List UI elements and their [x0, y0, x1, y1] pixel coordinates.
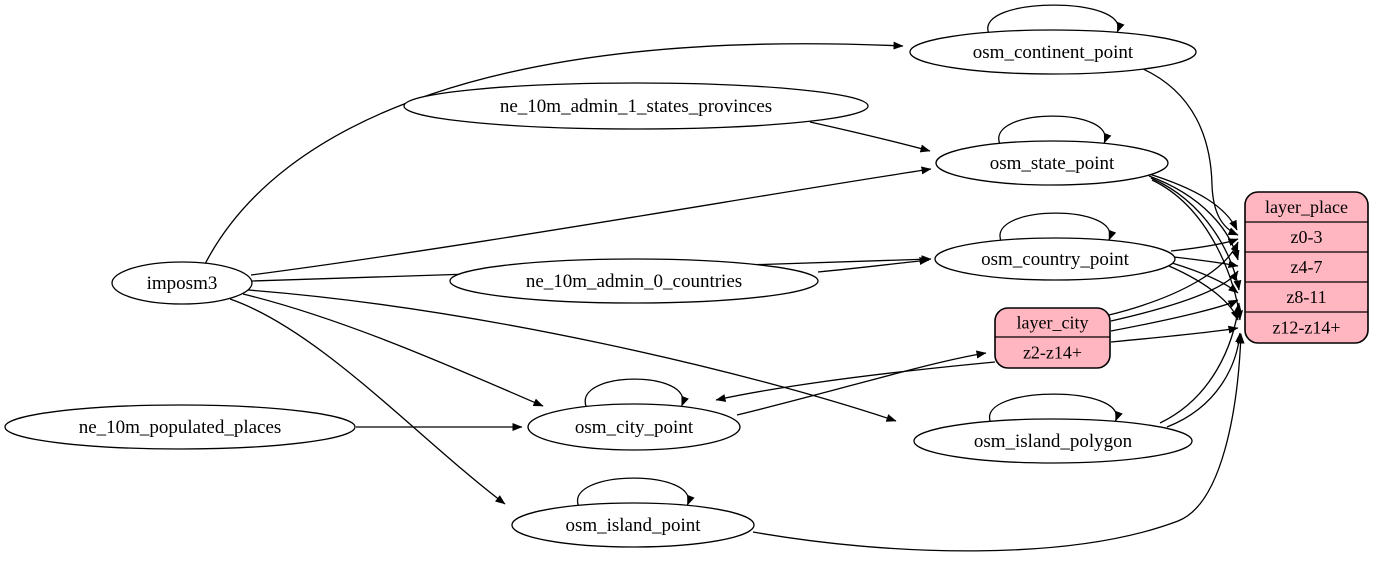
node-shape-osm_state_point: [935, 140, 1169, 186]
edge-ne_10m_admin_0_countries-to-osm_country_point: [817, 256, 930, 273]
node-label-osm_island_polygon: osm_island_polygon: [974, 431, 1133, 452]
record-box-layer_place: [1244, 191, 1369, 344]
node-osm_island_polygon: osm_island_polygon: [913, 418, 1193, 464]
node-label-osm_continent_point: osm_continent_point: [973, 42, 1134, 63]
node-shape-osm_city_point: [527, 403, 741, 451]
record-row-layer_place-layer_place_title: layer_place: [1265, 197, 1348, 217]
edge-layer_city-to-layer_place:z12-z14+: [1110, 325, 1239, 343]
edge-layer_city-to-layer_place:z4-7: [1110, 270, 1239, 322]
node-label-osm_country_point: osm_country_point: [981, 249, 1129, 270]
node-label-osm_state_point: osm_state_point: [990, 153, 1115, 174]
node-shape-ne_10m_admin_0_countries: [449, 258, 819, 304]
node-label-osm_city_point: osm_city_point: [575, 417, 694, 438]
edge-osm_country_point-to-layer_place:z0-3: [1170, 238, 1239, 252]
edge-imposm3-to-osm_city_point: [242, 293, 544, 407]
edge-osm_country_point-to-layer_place:z8-11: [1171, 262, 1239, 294]
edge-imposm3-to-osm_continent_point: [204, 41, 904, 265]
record-row-layer_place-z0-3: z0-3: [1291, 227, 1323, 247]
edge-layer_city-to-osm_city_point: [715, 361, 996, 402]
record-row-layer_place-z12-z14+: z12-z14+: [1272, 318, 1340, 338]
record-row-layer_place-z8-11: z8-11: [1286, 287, 1326, 307]
edge-imposm3-to-osm_island_point: [229, 298, 506, 505]
edge-imposm3-to-osm_island_polygon: [247, 289, 897, 422]
self-loop-osm_city_point: [584, 378, 689, 408]
node-label-ne_10m_admin_1_states_provinces: ne_10m_admin_1_states_provinces: [500, 96, 772, 117]
node-osm_island_point: osm_island_point: [511, 502, 755, 548]
node-label-osm_island_point: osm_island_point: [565, 515, 701, 536]
node-label-ne_10m_populated_places: ne_10m_populated_places: [79, 417, 282, 438]
edge-osm_country_point-to-layer_place:z12-z14+: [1168, 265, 1239, 321]
edge-osm_island_point-to-layer_place:z12-z14+: [752, 333, 1245, 552]
record-layer_city: layer_city z2-z14+: [994, 307, 1111, 369]
node-osm_country_point: osm_country_point: [934, 237, 1176, 281]
node-shape-osm_continent_point: [909, 29, 1197, 75]
edge-layer_city-to-layer_place:z0-3: [1108, 241, 1239, 316]
self-loop-osm_country_point: [999, 212, 1117, 242]
node-shape-ne_10m_admin_1_states_provinces: [403, 82, 869, 130]
node-label-ne_10m_admin_0_countries: ne_10m_admin_0_countries: [526, 271, 742, 292]
edge-osm_continent_point-to-layer_place:z0-3: [1140, 67, 1239, 236]
node-osm_continent_point: osm_continent_point: [909, 29, 1197, 75]
self-loop-osm_island_point: [577, 477, 695, 507]
edges-layer: [204, 4, 1245, 552]
edge-osm_city_point-to-layer_city:z2-z14+: [736, 350, 987, 416]
node-shape-osm_island_point: [511, 502, 755, 548]
edge-ne_10m_admin_1_states_provinces-to-osm_state_point: [809, 121, 931, 153]
nodes-layer: imposm3 ne_10m_admin_1_states_provincesne…: [4, 29, 1369, 548]
edge-layer_city-to-layer_place:z8-11: [1110, 299, 1239, 332]
node-label-imposm3: imposm3: [147, 273, 218, 294]
edge-osm_island_polygon-to-layer_place:z12-z14+: [1166, 332, 1244, 428]
record-row-layer_place-z4-7: z4-7: [1291, 257, 1323, 277]
node-osm_city_point: osm_city_point: [527, 403, 741, 451]
node-imposm3: imposm3: [111, 261, 253, 305]
node-ne_10m_populated_places: ne_10m_populated_places: [4, 404, 356, 450]
edge-imposm3-to-osm_state_point: [250, 166, 932, 276]
self-loop-osm_island_polygon: [989, 393, 1123, 423]
edge-osm_island_polygon-to-layer_place:z8-11: [1159, 302, 1242, 424]
node-shape-osm_island_polygon: [913, 418, 1193, 464]
record-layer_place: layer_place z0-3 z4-7 z8-11 z12-z14+: [1244, 191, 1369, 344]
edge-osm_country_point-to-layer_place:z4-7: [1173, 256, 1239, 269]
node-shape-osm_country_point: [934, 237, 1176, 281]
node-ne_10m_admin_0_countries: ne_10m_admin_0_countries: [449, 258, 819, 304]
node-shape-imposm3: [111, 261, 253, 305]
record-box-layer_city: [994, 307, 1111, 369]
node-shape-ne_10m_populated_places: [4, 404, 356, 450]
record-row-layer_city-z2-z14+: z2-z14+: [1023, 343, 1082, 363]
self-loop-osm_state_point: [998, 115, 1112, 145]
self-loop-osm_continent_point: [987, 4, 1125, 34]
record-row-layer_city-layer_city_title: layer_city: [1017, 313, 1089, 333]
edge-osm_state_point-to-layer_place:z0-3: [1145, 172, 1238, 231]
node-osm_state_point: osm_state_point: [935, 140, 1169, 186]
node-ne_10m_admin_1_states_provinces: ne_10m_admin_1_states_provinces: [403, 82, 869, 130]
